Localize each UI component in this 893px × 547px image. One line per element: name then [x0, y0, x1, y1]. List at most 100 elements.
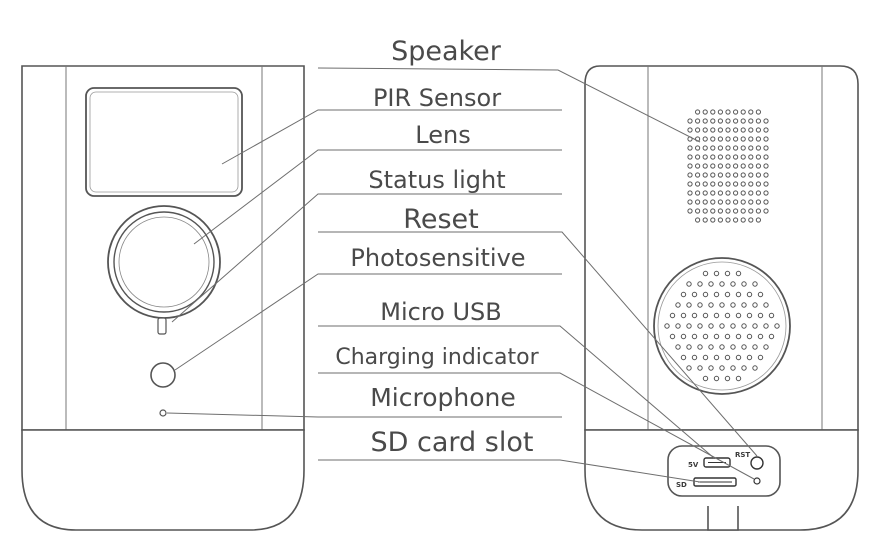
- speaker-hole: [725, 190, 731, 196]
- speaker-hole: [725, 154, 731, 160]
- speaker-hole: [695, 127, 701, 133]
- speaker-hole: [695, 199, 701, 205]
- mount-stub: [707, 506, 739, 531]
- microphone-hole: [159, 409, 167, 417]
- speaker-hole: [710, 154, 716, 160]
- speaker-hole: [725, 136, 731, 142]
- grille-hole: [746, 333, 753, 340]
- speaker-hole: [748, 118, 754, 124]
- speaker-hole: [710, 127, 716, 133]
- speaker-hole: [748, 145, 754, 151]
- grille-hole: [702, 312, 709, 319]
- speaker-hole: [755, 163, 762, 169]
- speaker-hole: [755, 181, 762, 187]
- speaker-hole: [733, 145, 739, 151]
- speaker-hole: [710, 172, 716, 178]
- round-grille: [653, 257, 791, 395]
- speaker-hole: [725, 217, 731, 223]
- grille-hole: [680, 291, 687, 298]
- speaker-hole: [710, 199, 716, 205]
- grille-hole: [708, 365, 714, 371]
- grille-hole: [724, 354, 731, 361]
- speaker-hole: [763, 136, 769, 142]
- speaker-hole: [755, 145, 762, 151]
- front-view-camera: [21, 65, 305, 531]
- speaker-hole: [740, 127, 746, 133]
- speaker-hole: [740, 208, 746, 214]
- speaker-grille: [687, 109, 769, 223]
- speaker-hole: [733, 181, 739, 187]
- grille-hole: [757, 291, 764, 298]
- back-view-camera: RST 5V SD: [584, 65, 859, 531]
- speaker-hole: [733, 127, 739, 133]
- speaker-hole: [702, 172, 708, 178]
- five-v-mark: 5V: [688, 461, 699, 469]
- speaker-hole: [763, 172, 769, 178]
- speaker-hole: [733, 199, 739, 205]
- grille-hole: [735, 354, 742, 361]
- grille-hole: [702, 333, 709, 340]
- grille-hole: [702, 375, 709, 382]
- speaker-hole: [748, 172, 754, 178]
- grille-hole: [752, 281, 758, 287]
- speaker-hole: [763, 199, 769, 205]
- grille-hole: [719, 323, 725, 329]
- speaker-hole: [755, 217, 762, 223]
- speaker-hole: [755, 190, 762, 196]
- pir-leader: [221, 109, 562, 165]
- speaker-hole: [725, 181, 731, 187]
- speaker-hole: [740, 154, 746, 160]
- micro-usb-leader: [318, 325, 715, 459]
- speaker-hole: [755, 118, 762, 124]
- speaker-hole: [755, 127, 762, 133]
- speaker-hole: [702, 118, 708, 124]
- charging-indicator-led: [753, 477, 761, 485]
- reset-leader: [318, 231, 758, 457]
- grille-hole: [730, 323, 736, 329]
- grille-hole: [708, 281, 714, 287]
- speaker-hole: [740, 118, 746, 124]
- speaker-hole: [717, 109, 724, 115]
- front-base: [21, 429, 305, 531]
- speaker-hole: [763, 127, 769, 133]
- grille-hole: [730, 344, 736, 350]
- grille-hole: [724, 375, 731, 382]
- speaker-hole: [717, 199, 724, 205]
- speaker-hole: [755, 136, 762, 142]
- speaker-hole: [733, 163, 739, 169]
- grille-hole: [708, 344, 714, 350]
- grille-hole: [719, 281, 725, 287]
- speaker-hole: [755, 199, 762, 205]
- speaker-hole: [763, 181, 769, 187]
- label-pir-sensor: PIR Sensor: [373, 84, 501, 112]
- speaker-hole: [763, 154, 769, 160]
- speaker-hole: [687, 127, 693, 133]
- grille-hole: [741, 323, 747, 329]
- speaker-hole: [748, 190, 754, 196]
- grille-hole: [675, 323, 681, 329]
- speaker-hole: [710, 136, 716, 142]
- grille-hole: [735, 375, 742, 382]
- speaker-hole: [733, 190, 739, 196]
- grille-hole: [669, 333, 676, 340]
- grille-hole: [669, 312, 676, 319]
- grille-hole: [752, 323, 758, 329]
- speaker-hole: [687, 154, 693, 160]
- grille-hole: [741, 302, 747, 308]
- speaker-hole: [695, 208, 701, 214]
- speaker-hole: [687, 163, 693, 169]
- speaker-hole: [702, 109, 708, 115]
- grille-hole: [763, 323, 769, 329]
- speaker-hole: [687, 199, 693, 205]
- photosensitive-sensor: [150, 362, 176, 388]
- speaker-hole: [748, 181, 754, 187]
- grille-hole: [691, 312, 698, 319]
- label-reset: Reset: [403, 204, 478, 235]
- grille-hole: [713, 354, 720, 361]
- speaker-hole: [695, 118, 701, 124]
- speaker-hole: [710, 181, 716, 187]
- grille-hole: [697, 323, 703, 329]
- speaker-hole: [763, 208, 769, 214]
- grille-hole: [713, 291, 720, 298]
- grille-hole: [724, 291, 731, 298]
